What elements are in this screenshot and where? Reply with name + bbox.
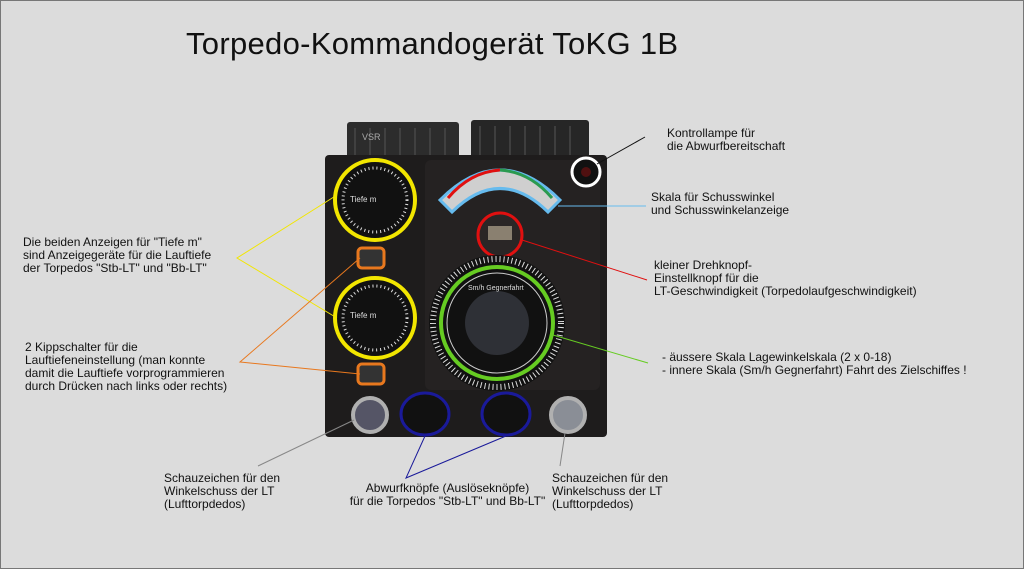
leader-lines <box>236 136 649 479</box>
depth-gauge-bottom: Tiefe m <box>333 276 417 360</box>
depth-gauge-top: Tiefe m <box>333 158 417 242</box>
indicator-right <box>549 396 587 434</box>
toggle-switch-top <box>356 246 386 270</box>
svg-text:Tiefe m: Tiefe m <box>350 195 377 204</box>
label-lagewinkel: - äussere Skala Lagewinkelskala (2 x 0-1… <box>662 350 967 377</box>
toggle-switch-bottom <box>356 362 386 386</box>
indicator-left <box>351 396 389 434</box>
release-button-stb <box>399 391 451 437</box>
top-connectors: VSR <box>347 120 589 160</box>
connector-mark: VSR <box>362 132 381 142</box>
release-button-bb <box>480 391 532 437</box>
dial-text: Sm/h Gegnerfahrt <box>468 285 524 292</box>
label-tiefe: Die beiden Anzeigen für "Tiefe m"sind An… <box>23 235 212 275</box>
page-title: Torpedo-Kommandogerät ToKG 1B <box>186 26 679 61</box>
label-abwurf: Abwurfknöpfe (Auslöseknöpfe)für die Torp… <box>349 481 546 508</box>
svg-text:Tiefe m: Tiefe m <box>350 311 377 320</box>
